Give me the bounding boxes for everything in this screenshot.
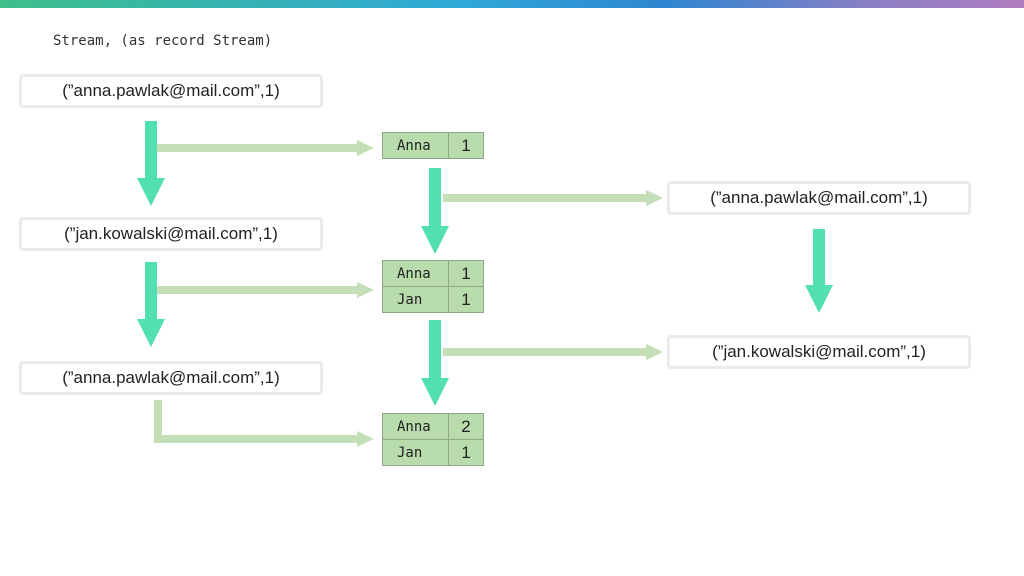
table-value: 1 <box>448 132 484 159</box>
state-table-1: Anna 1 <box>382 132 484 159</box>
input-event-1: (”anna.pawlak@mail.com”,1) <box>19 74 323 108</box>
output-event-1: (”anna.pawlak@mail.com”,1) <box>667 181 971 215</box>
table-row: Jan 1 <box>382 439 484 466</box>
table-key: Anna <box>382 132 449 159</box>
flow-arrow-table2-table3 <box>421 320 449 406</box>
link-arrow-table1-output1 <box>443 190 663 206</box>
table-value: 2 <box>448 413 484 440</box>
flow-arrow-input1-input2 <box>137 121 165 206</box>
state-table-3: Anna 2 Jan 1 <box>382 413 484 466</box>
input-event-3: (”anna.pawlak@mail.com”,1) <box>19 361 323 395</box>
table-key: Jan <box>382 286 449 313</box>
flow-arrow-output1-output2 <box>805 229 833 313</box>
output-event-2: (”jan.kowalski@mail.com”,1) <box>667 335 971 369</box>
table-value: 1 <box>448 286 484 313</box>
table-key: Anna <box>382 413 449 440</box>
diagram-caption: Stream, (as record Stream) <box>53 33 273 49</box>
table-value: 1 <box>448 439 484 466</box>
table-value: 1 <box>448 260 484 287</box>
top-gradient-bar <box>0 0 1024 8</box>
link-arrow-table2-output2 <box>443 344 663 360</box>
input-event-2: (”jan.kowalski@mail.com”,1) <box>19 217 323 251</box>
flow-arrow-table1-table2 <box>421 168 449 254</box>
table-row: Jan 1 <box>382 286 484 313</box>
state-table-2: Anna 1 Jan 1 <box>382 260 484 313</box>
table-row: Anna 2 <box>382 413 484 440</box>
link-arrow-input2-table2 <box>157 282 374 298</box>
table-key: Anna <box>382 260 449 287</box>
table-row: Anna 1 <box>382 132 484 159</box>
table-row: Anna 1 <box>382 260 484 287</box>
flow-arrow-input2-input3 <box>137 262 165 347</box>
link-arrow-input3-table3 <box>154 400 374 447</box>
link-arrow-input1-table1 <box>157 140 374 156</box>
table-key: Jan <box>382 439 449 466</box>
